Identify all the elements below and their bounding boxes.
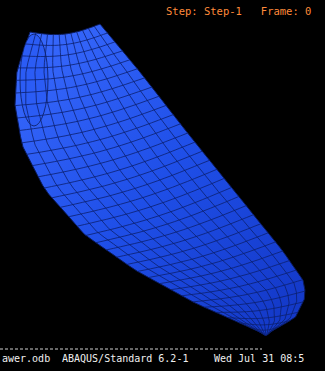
- mesh-line: [27, 115, 174, 155]
- mesh-line: [106, 206, 246, 250]
- body-fill: [15, 24, 305, 336]
- mesh-line: [86, 188, 232, 236]
- mesh-line: [251, 326, 281, 330]
- mesh-line: [38, 133, 187, 177]
- mesh-line: [59, 35, 265, 336]
- separator-line: [0, 349, 262, 350]
- mesh-line: [71, 33, 269, 335]
- mesh-line: [77, 178, 224, 226]
- mesh-line: [18, 51, 123, 68]
- mesh-line: [20, 96, 159, 130]
- mesh-body: [15, 24, 305, 336]
- step-frame-label: Step: Step-1 Frame: 0: [166, 6, 311, 18]
- mesh-line: [26, 33, 108, 45]
- mesh-line: [83, 30, 282, 334]
- mesh-line: [22, 42, 115, 57]
- mesh-line: [17, 87, 152, 118]
- mesh-line: [149, 242, 276, 278]
- mesh-line: [227, 312, 297, 318]
- mesh-line: [193, 280, 303, 302]
- mesh-line: [171, 261, 290, 290]
- mesh-line: [94, 26, 297, 333]
- solver-version: ABAQUS/Standard 6.2-1: [62, 353, 188, 364]
- timestamp: Wed Jul 31 08:5: [214, 353, 304, 364]
- odb-filename: awer.odb: [2, 353, 50, 364]
- mesh-line: [182, 270, 296, 296]
- mesh-line: [160, 251, 283, 284]
- mesh-line: [216, 302, 303, 313]
- mesh-line: [96, 197, 239, 243]
- mesh-line: [35, 34, 263, 335]
- mesh-line: [239, 321, 290, 325]
- mesh-line: [16, 69, 138, 93]
- mesh-line: [15, 78, 145, 106]
